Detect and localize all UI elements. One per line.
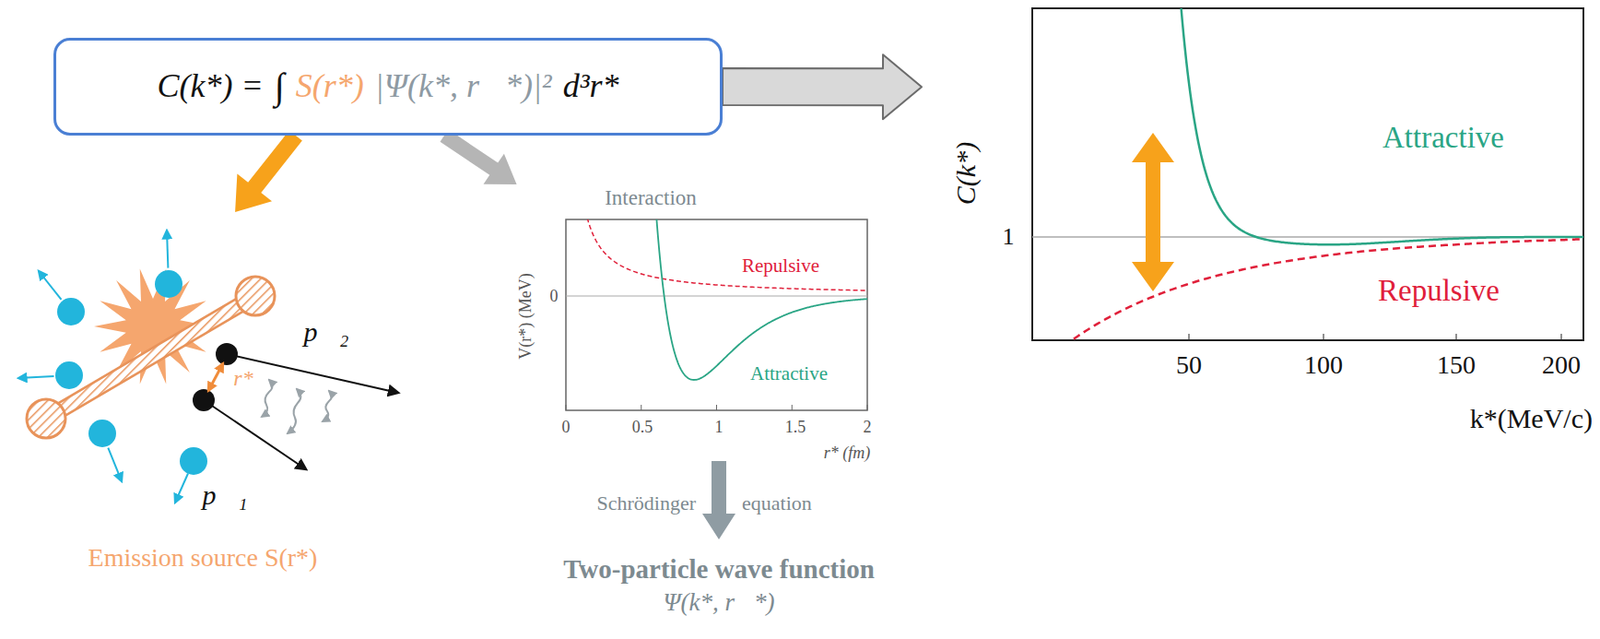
plot-frame <box>565 219 868 411</box>
axis-title: C(k*) <box>952 141 980 205</box>
axis-ticks <box>565 404 868 411</box>
node-text: S(r*) <box>295 67 365 106</box>
momentum-arrow <box>226 353 399 393</box>
emission-arrow <box>38 270 62 300</box>
distance-label: r* <box>233 366 253 389</box>
repulsive-curve <box>585 219 868 291</box>
interaction-wave <box>261 379 273 417</box>
tick <box>1188 333 1190 341</box>
tick-label: 200 <box>1541 352 1581 378</box>
node-heading: Interaction <box>604 186 697 211</box>
axis-ticks <box>1188 333 1562 341</box>
node-text: Repulsive <box>741 254 820 277</box>
tick-label: 0 <box>562 418 571 436</box>
axis-title: r* (fm) <box>823 444 871 461</box>
nucleus-rod-hatch <box>46 295 256 419</box>
node-text: d³r* <box>563 67 620 106</box>
emission-arrow <box>175 473 189 504</box>
repulsive-curve <box>1054 238 1584 341</box>
tick-label: 50 <box>1176 352 1202 378</box>
tick-label: 1.5 <box>785 418 807 436</box>
node-text: |Ψ(k*, r⃗*)|² <box>375 67 553 106</box>
node-heading: C(k*) = <box>157 67 264 106</box>
correlation-chart: AttractiveRepulsive <box>921 4 1595 438</box>
momentum-label: p⃗₁ <box>202 481 248 509</box>
wave-function-box: Two-particle wave functionΨ(k*, r⃗*) <box>516 539 922 632</box>
node-text: ∫ <box>274 65 285 108</box>
tick <box>1323 333 1325 341</box>
tick-label: 0.5 <box>632 418 654 436</box>
attractive-curve <box>1156 8 1584 245</box>
tick <box>640 404 642 411</box>
nucleus <box>235 276 275 316</box>
emission-arrow <box>18 376 55 378</box>
interaction-wave <box>287 388 301 434</box>
momentum-label: p⃗₂ <box>304 317 350 346</box>
emitted-particle <box>179 447 208 475</box>
tick <box>565 404 567 411</box>
emitted-particles <box>18 230 208 503</box>
tick <box>1456 333 1458 341</box>
step-label: Schrödinger <box>596 493 696 514</box>
node-heading: Two-particle wave function <box>563 553 875 585</box>
node-text: Ψ(k*, r⃗*) <box>663 588 776 617</box>
emitted-particle <box>55 361 83 389</box>
emitted-particle <box>154 270 183 298</box>
emission-source-panel: Emission source S(r*) <box>9 211 406 586</box>
emission-arrow <box>166 230 168 269</box>
potential-curves <box>585 219 868 380</box>
correlation-curves <box>1054 8 1584 341</box>
step-label: equation <box>741 493 812 514</box>
tick-label: 2 <box>863 418 872 436</box>
attractive-curve <box>648 219 868 380</box>
sensitivity-arrow <box>1131 132 1175 292</box>
emission-arrow <box>107 447 122 482</box>
node-text: Attractive <box>750 362 828 385</box>
node-heading: Attractive <box>1382 120 1505 156</box>
grey-arrow <box>440 129 518 185</box>
step-arrow <box>702 460 736 540</box>
node-text: Repulsive <box>1377 273 1500 309</box>
tick <box>867 404 869 411</box>
tick-label: 1 <box>1002 224 1015 249</box>
distance-arrow <box>208 363 224 391</box>
zero-line <box>565 295 868 297</box>
nucleus <box>26 399 66 438</box>
tick-label: 0 <box>550 287 559 305</box>
momentum-arrow <box>203 400 306 470</box>
chart-frame <box>1032 8 1584 341</box>
axis-title: V(r*) (MeV) <box>517 272 534 359</box>
block-arrow <box>722 54 922 119</box>
interaction-wave <box>322 390 332 422</box>
particle <box>192 388 215 412</box>
tick-label: 100 <box>1304 352 1343 378</box>
orange-arrow <box>235 129 303 212</box>
tick <box>1561 333 1563 341</box>
tick <box>716 404 718 411</box>
emitted-particle <box>57 297 85 326</box>
tick-label: 150 <box>1436 352 1476 378</box>
tick <box>791 404 793 411</box>
node-heading: Emission source S(r*) <box>88 542 318 573</box>
particle <box>215 342 238 365</box>
formula-box: C(k*) = ∫ S(r*) |Ψ(k*, r⃗*)|² d³r* <box>53 37 723 136</box>
nucleus-rod <box>46 295 256 419</box>
tick-label: 1 <box>715 418 724 436</box>
emitted-particle <box>88 419 117 448</box>
interaction-panel: InteractionRepulsiveAttractive <box>497 184 878 461</box>
axis-title: k*(MeV/c) <box>1470 404 1593 433</box>
